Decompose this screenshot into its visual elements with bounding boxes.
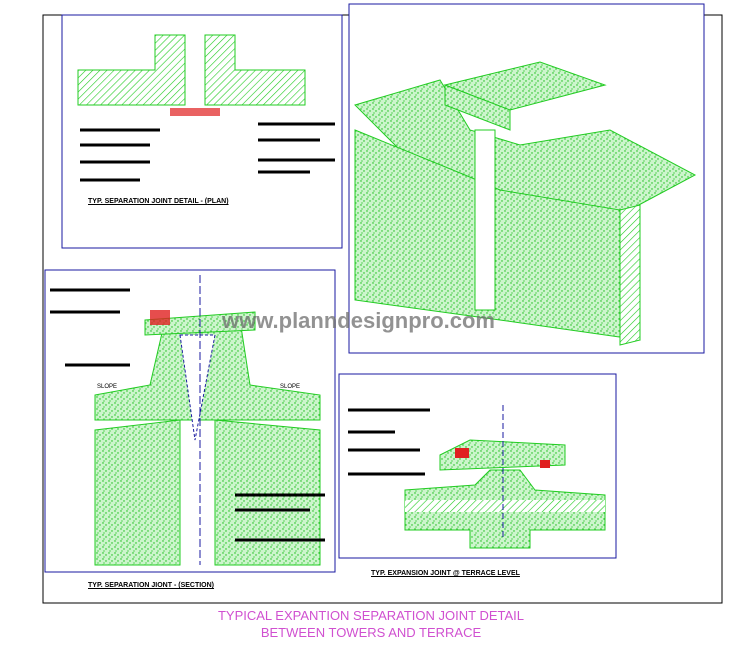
terrace-caption: TYP. EXPANSION JOINT @ TERRACE LEVEL xyxy=(371,570,520,577)
plan-caption: TYP. SEPARATION JOINT DETAIL - (PLAN) xyxy=(88,198,229,205)
slope-label-right: SLOPE xyxy=(280,384,300,390)
plan-detail-panel xyxy=(61,14,343,249)
sheet-title-line2: BETWEEN TOWERS AND TERRACE xyxy=(260,625,482,640)
slope-label-left: SLOPE xyxy=(97,384,117,390)
section-caption: TYP. SEPARATION JIONT - (SECTION) xyxy=(88,582,215,589)
watermark: www.planndesignpro.com xyxy=(222,308,495,333)
terrace-detail-panel xyxy=(338,373,617,559)
section-detail-panel: SLOPE SLOPE xyxy=(44,269,336,573)
sheet-title-line1: TYPICAL EXPANTION SEPARATION JOINT DETAI… xyxy=(217,608,525,623)
isometric-view-panel xyxy=(348,3,705,354)
